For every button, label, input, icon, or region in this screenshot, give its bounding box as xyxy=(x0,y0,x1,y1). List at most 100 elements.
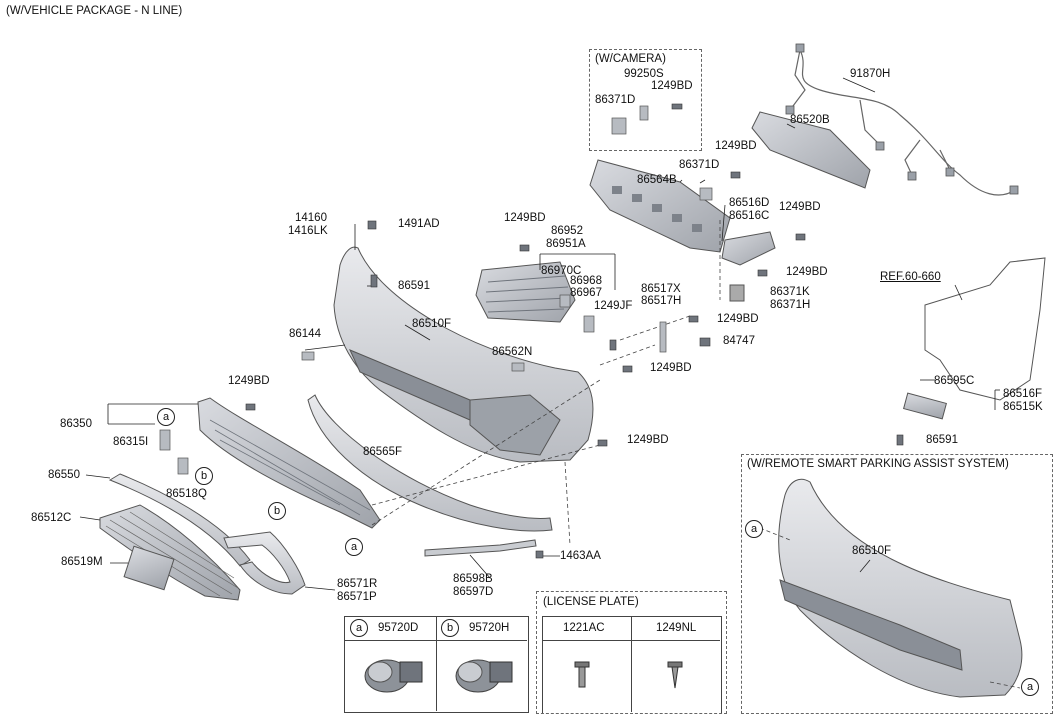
part-label-86371d: 86371D xyxy=(679,159,720,171)
sensor-b-part: 95720H xyxy=(469,622,510,634)
marker-a-table: a xyxy=(350,619,368,637)
lower-grille-mesh xyxy=(105,511,239,597)
sensor-icon-95720h xyxy=(455,659,513,693)
marker-a-1: a xyxy=(157,408,175,426)
part-label-86510f: 86510F xyxy=(412,318,452,330)
part-label-86519m: 86519M xyxy=(61,556,103,568)
part-label-86591-2: 86591 xyxy=(926,434,958,446)
garnish-86571r xyxy=(223,531,306,595)
sensor-table-header-line xyxy=(344,640,527,641)
part-label-86598b: 86598B xyxy=(453,573,493,585)
part-label-86515k: 86515K xyxy=(1003,401,1043,413)
part-label-1463aa: 1463AA xyxy=(560,550,601,562)
part-label-1249jf: 1249JF xyxy=(594,300,633,312)
bolt-icons xyxy=(245,103,904,559)
part-label-86571p: 86571P xyxy=(337,591,377,603)
screw-icon-1249nl xyxy=(667,661,683,689)
part-label-1491ad: 1491AD xyxy=(398,218,440,230)
part-label-86967: 86967 xyxy=(570,287,602,299)
camera-box-title: (W/CAMERA) xyxy=(595,53,666,65)
back-beam-holes xyxy=(612,186,702,232)
license-bracket-86519m xyxy=(123,545,175,591)
camera-box xyxy=(589,49,702,151)
grille-mesh xyxy=(209,419,371,516)
wiring-harness-91870h xyxy=(789,49,1016,196)
part-label-ref-60-660: REF.60-660 xyxy=(880,271,941,283)
bracket-86371k xyxy=(729,284,745,302)
marker-a-2: a xyxy=(345,538,363,556)
part-label-86562n: 86562N xyxy=(492,346,533,358)
license-table-divider xyxy=(631,616,632,712)
license-col1: 1221AC xyxy=(563,622,605,634)
energy-absorber-86520b xyxy=(751,111,871,189)
marker-a-remote-1: a xyxy=(745,520,763,538)
part-label-86597d: 86597D xyxy=(453,586,494,598)
screw-icon-1221ac xyxy=(574,661,590,688)
part-label-1249bd-3: 1249BD xyxy=(786,266,828,278)
marker-b-table: b xyxy=(441,619,459,637)
small-parts xyxy=(159,105,713,475)
part-label-86520b: 86520B xyxy=(790,114,830,126)
part-label-1249bd-8: 1249BD xyxy=(627,434,669,446)
bumper-fog-recess xyxy=(469,394,561,456)
part-label-86350: 86350 xyxy=(60,418,92,430)
part-label-86565f: 86565F xyxy=(363,446,403,458)
part-label-86517x: 86517X xyxy=(641,283,681,295)
part-label-86550: 86550 xyxy=(48,469,80,481)
sensor-a-part: 95720D xyxy=(378,622,419,634)
part-label-86951a: 86951A xyxy=(546,238,586,250)
part-label-1249bd-cam: 1249BD xyxy=(651,80,693,92)
assembly-dashed-lines xyxy=(371,220,1021,689)
part-label-1249bd-1: 1249BD xyxy=(715,140,757,152)
air-flap-slats xyxy=(485,275,569,313)
part-label-1249bd-5: 1249BD xyxy=(717,313,759,325)
remote-box-title: (W/REMOTE SMART PARKING ASSIST SYSTEM) xyxy=(747,458,1009,470)
bracket-86516d xyxy=(721,231,776,266)
part-label-86371h: 86371H xyxy=(770,299,811,311)
part-label-86516d: 86516D xyxy=(729,197,770,209)
part-label-86315i: 86315I xyxy=(113,436,149,448)
part-label-86518q: 86518Q xyxy=(166,488,207,500)
molding-86550 xyxy=(108,473,251,567)
lower-grille-86512c xyxy=(99,504,241,601)
part-label-1249bd-4: 1249BD xyxy=(504,212,546,224)
part-label-86516f: 86516F xyxy=(1003,388,1043,400)
part-label-86595c: 86595C xyxy=(934,375,975,387)
marker-b-1: b xyxy=(195,467,213,485)
license-col2: 1249NL xyxy=(656,622,697,634)
part-label-86591-1: 86591 xyxy=(398,280,430,292)
part-label-86516c: 86516C xyxy=(729,210,770,222)
remote-box xyxy=(741,454,1053,714)
part-label-86144: 86144 xyxy=(289,328,321,340)
sensor-table-divider xyxy=(436,616,437,711)
marker-b-2: b xyxy=(268,502,286,520)
sensor-icon-95720d xyxy=(364,659,423,693)
remote-part-label-86510f: 86510F xyxy=(852,545,892,557)
part-label-86970c: 86970C xyxy=(541,265,582,277)
part-label-99250s: 99250S xyxy=(624,68,664,80)
part-label-86968: 86968 xyxy=(570,275,602,287)
strip-86598b xyxy=(424,539,537,557)
part-label-86564b: 86564B xyxy=(637,174,677,186)
part-label-91870h: 91870H xyxy=(850,68,891,80)
fender-ref-60-660 xyxy=(924,257,1046,401)
license-box xyxy=(536,591,727,714)
part-label-86571r: 86571R xyxy=(337,578,378,590)
part-label-86371k: 86371K xyxy=(770,286,810,298)
package-note: (W/VEHICLE PACKAGE - N LINE) xyxy=(6,5,183,17)
part-label-1249bd-7: 1249BD xyxy=(228,375,270,387)
lower-lip-86565f xyxy=(307,394,553,532)
license-box-title: (LICENSE PLATE) xyxy=(543,596,639,608)
part-label-86512c: 86512C xyxy=(31,512,72,524)
part-label-1416lk: 1416LK xyxy=(288,225,328,237)
part-label-86371d-cam: 86371D xyxy=(595,94,636,106)
part-label-14160: 14160 xyxy=(295,212,327,224)
part-label-1249bd-6: 1249BD xyxy=(650,362,692,374)
remote-bumper-grille xyxy=(779,579,963,671)
wiring-connectors xyxy=(785,43,1019,195)
part-label-1249bd-2: 1249BD xyxy=(779,201,821,213)
bracket-86516f xyxy=(902,392,948,420)
license-table xyxy=(542,616,722,713)
part-label-86517h: 86517H xyxy=(641,295,682,307)
